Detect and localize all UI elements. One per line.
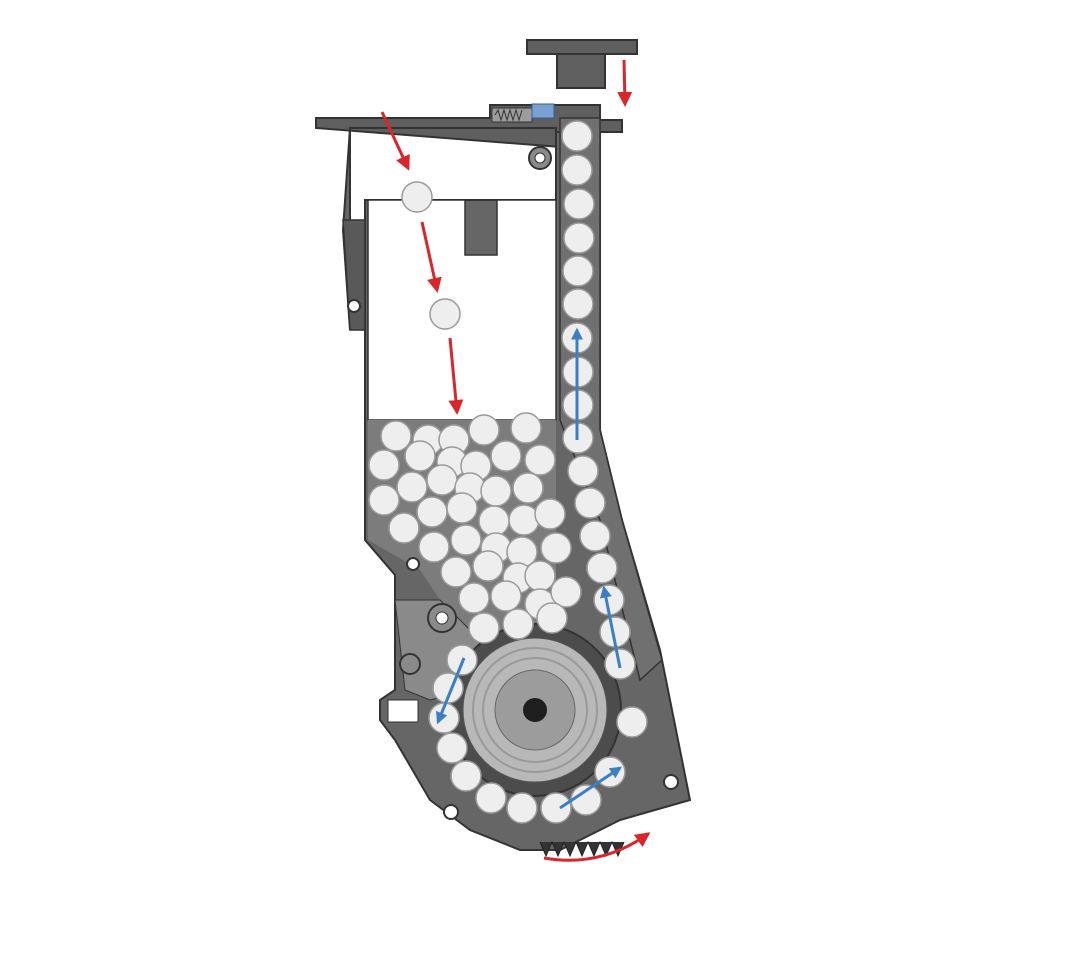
bb-pellet [490, 580, 522, 612]
bb-pellet [510, 412, 542, 444]
curved-red-arrow-icon [543, 832, 651, 862]
bb-pellet [524, 444, 556, 476]
bb-pellet [368, 449, 400, 481]
bb-pellet [616, 706, 648, 738]
red-arrow-icon [380, 111, 410, 171]
bb-pellet [396, 471, 428, 503]
bb-pellet [579, 520, 611, 552]
bb-pellet [490, 440, 522, 472]
bb-pellet [536, 602, 568, 634]
bb-pellet [472, 550, 504, 582]
fittings [347, 146, 679, 820]
bb-pellet [475, 782, 507, 814]
bb-pellet [426, 464, 458, 496]
loading-flow-arrows [380, 59, 651, 862]
bb-pellet [450, 760, 482, 792]
blue-arrow-icon [599, 585, 622, 669]
red-arrow-icon [420, 221, 442, 293]
bb-pellet [416, 496, 448, 528]
bb-pellet [446, 492, 478, 524]
bb-pellet [508, 504, 540, 536]
red-arrow-icon [617, 59, 633, 107]
bb-pellet [567, 455, 599, 487]
spring-drum [448, 623, 622, 797]
bb-pellet [540, 532, 572, 564]
bb-pellet [524, 560, 556, 592]
bb-pellet [563, 222, 595, 254]
bb-pellet [561, 154, 593, 186]
feed-flow-arrows [436, 327, 622, 810]
bb-pellet [574, 487, 606, 519]
bb-pellet [561, 120, 593, 152]
bb-pellet [404, 440, 436, 472]
bb-pellet [563, 188, 595, 220]
bb-pellet [450, 524, 482, 556]
bb-pellet [468, 414, 500, 446]
bb-pellet [436, 732, 468, 764]
bb-pellet [388, 512, 420, 544]
bb-pellet [368, 484, 400, 516]
bb-pellet [550, 576, 582, 608]
bb-pellet [586, 552, 618, 584]
blue-arrow-icon [559, 766, 622, 810]
bb-pellet [534, 498, 566, 530]
bb-pellet [418, 531, 450, 563]
bb-pellet [502, 608, 534, 640]
wind-wheel-teeth [539, 840, 625, 858]
bb-pellet [380, 420, 412, 452]
bb-pellet [440, 556, 472, 588]
bb-pellet [540, 792, 572, 824]
bb-pellet [468, 612, 500, 644]
bb-pellet [478, 505, 510, 537]
bb-pellet [562, 288, 594, 320]
bb-pellet [429, 298, 461, 330]
bb-pellet [512, 472, 544, 504]
bb-pellet [562, 255, 594, 287]
top-spring [491, 103, 555, 123]
bb-pellet [480, 475, 512, 507]
loading-door [526, 39, 638, 89]
bb-pellet [401, 181, 433, 213]
bb-pellet [458, 582, 490, 614]
red-arrow-icon [448, 337, 464, 415]
bb-pellet [506, 792, 538, 824]
blue-arrow-icon [436, 657, 466, 725]
